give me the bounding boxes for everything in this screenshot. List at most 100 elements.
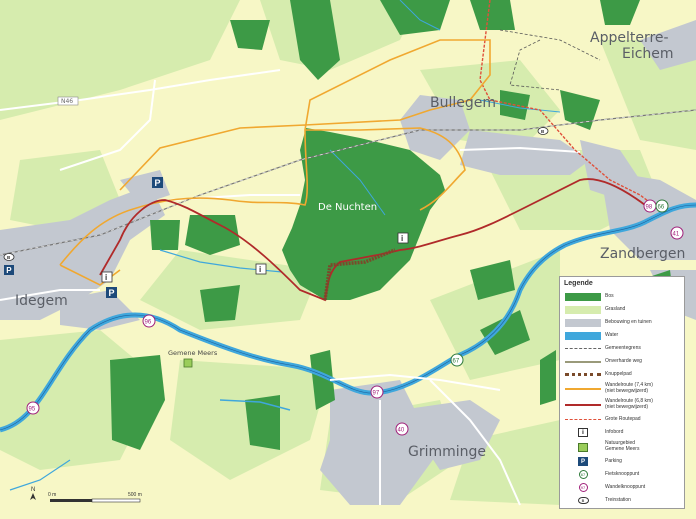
svg-text:i: i (259, 265, 261, 274)
parking-icon[interactable]: P (106, 287, 117, 298)
legend-item: Grasland (564, 303, 680, 316)
info-board-icon[interactable]: i (101, 271, 113, 283)
walking-node-95[interactable]: 95 (26, 401, 40, 415)
forest-de-nuchten (282, 128, 445, 300)
svg-text:P: P (6, 266, 12, 275)
legend-label: Grote Routepad (605, 415, 641, 422)
road-n46: N46 (57, 96, 79, 106)
legend-symbol (564, 344, 602, 353)
train-station-icon[interactable]: B (537, 127, 549, 135)
svg-text:B: B (541, 129, 545, 134)
legend-item: Knuppelpad (564, 368, 680, 381)
legend-symbol (564, 331, 602, 340)
legend-symbol (564, 370, 602, 379)
svg-text:40: 40 (398, 428, 405, 434)
svg-text:P: P (155, 178, 161, 188)
legend-item: Wandelroute (6,8 km)(niet bewegwijzerd) (564, 397, 680, 413)
label-de-nuchten: De Nuchten (318, 202, 377, 213)
svg-text:41: 41 (673, 232, 680, 238)
label-eichem: Eichem (622, 46, 674, 62)
legend-symbol: i (564, 428, 602, 437)
label-idegem: Idegem (15, 293, 68, 309)
svg-text:95: 95 (29, 407, 36, 413)
legend-label: Treinstation (605, 496, 631, 503)
legend-symbol (564, 415, 602, 424)
walking-node-41[interactable]: 41 (670, 226, 684, 240)
info-board-icon[interactable]: i (255, 263, 267, 275)
legend-item: 97 Wandelknooppunt (564, 481, 680, 494)
nature-reserve-marker[interactable] (183, 358, 193, 368)
railway (0, 109, 696, 256)
svg-text:66: 66 (658, 205, 665, 211)
walking-node-98[interactable]: 98 (643, 199, 657, 213)
bike-node-66[interactable]: 66 (655, 199, 669, 213)
legend-label: Water (605, 331, 619, 338)
bike-node-67[interactable]: 67 (450, 353, 464, 367)
legend-label: Fietsknooppunt (605, 470, 640, 477)
svg-text:97: 97 (373, 391, 380, 397)
municipal-boundary (499, 29, 601, 91)
label-zandbergen: Zandbergen (600, 246, 685, 262)
nature-reserve-icon (578, 442, 588, 452)
label-bullegem: Bullegem (430, 95, 496, 111)
legend-symbol (564, 357, 602, 366)
svg-text:i: i (105, 273, 107, 282)
info-board-icon: i (578, 428, 588, 437)
legend-label: Wandelroute (6,8 km)(niet bewegwijzerd) (605, 398, 653, 410)
train-station-icon[interactable]: B (3, 253, 15, 261)
legend-item: Grote Routepad (564, 413, 680, 426)
walking-node-97[interactable]: 97 (370, 385, 384, 399)
legend-label: Bebouwing en tuinen (605, 318, 652, 325)
info-board-icon[interactable]: i (397, 232, 409, 244)
forest (110, 0, 675, 450)
walking-node-icon: 97 (578, 483, 588, 492)
legend-label: Bos (605, 292, 614, 299)
legend-symbol (564, 442, 602, 452)
legend-item: B Treinstation (564, 494, 680, 507)
parking-icon: P (578, 457, 588, 466)
legend-symbol: B (564, 496, 602, 505)
built-up-areas (0, 20, 696, 505)
legend-label: Wandelknooppunt (605, 483, 646, 490)
legend-label: Parking (605, 457, 622, 464)
scale-bar: N 0 m 500 m (30, 487, 142, 503)
legend-symbol (564, 318, 602, 327)
walking-route-orange (59, 39, 491, 286)
legend-label: Wandelroute (7,4 km)(niet bewegwijzerd) (605, 382, 653, 394)
legend-item: 67 Fietsknooppunt (564, 468, 680, 481)
legend-item: Wandelroute (7,4 km)(niet bewegwijzerd) (564, 381, 680, 397)
legend-label: Gemeentegrens (605, 344, 641, 351)
legend-symbol (564, 305, 602, 314)
legend-item: Onverharde weg (564, 355, 680, 368)
legend-symbol: P (564, 457, 602, 466)
gr-route (479, 0, 661, 211)
label-gemene-meers: Gemene Meers (168, 349, 218, 357)
north-arrow-icon (30, 493, 36, 500)
parking-icon[interactable]: P (152, 177, 163, 188)
legend-symbol: 67 (564, 470, 602, 479)
legend-item: Gemeentegrens (564, 342, 680, 355)
legend-symbol (564, 385, 602, 394)
legend-label: Grasland (605, 305, 626, 312)
parking-icon[interactable]: P (4, 265, 14, 275)
bike-node-icon: 67 (578, 470, 588, 479)
svg-text:N46: N46 (61, 98, 73, 105)
svg-text:67: 67 (453, 359, 460, 365)
label-appelterre: Appelterre- (590, 30, 669, 46)
legend-symbol (564, 292, 602, 301)
svg-text:96: 96 (145, 320, 152, 326)
walking-route-red (99, 178, 646, 302)
legend-label: Onverharde weg (605, 357, 642, 364)
walking-node-96[interactable]: 96 (142, 314, 156, 328)
train-station-icon: B (577, 497, 589, 504)
svg-text:B: B (7, 255, 11, 260)
svg-text:P: P (109, 288, 115, 298)
walking-node-40[interactable]: 40 (395, 422, 409, 436)
legend-label: Knuppelpad (605, 370, 632, 377)
legend-item: Water (564, 329, 680, 342)
north-label: N (31, 487, 35, 493)
